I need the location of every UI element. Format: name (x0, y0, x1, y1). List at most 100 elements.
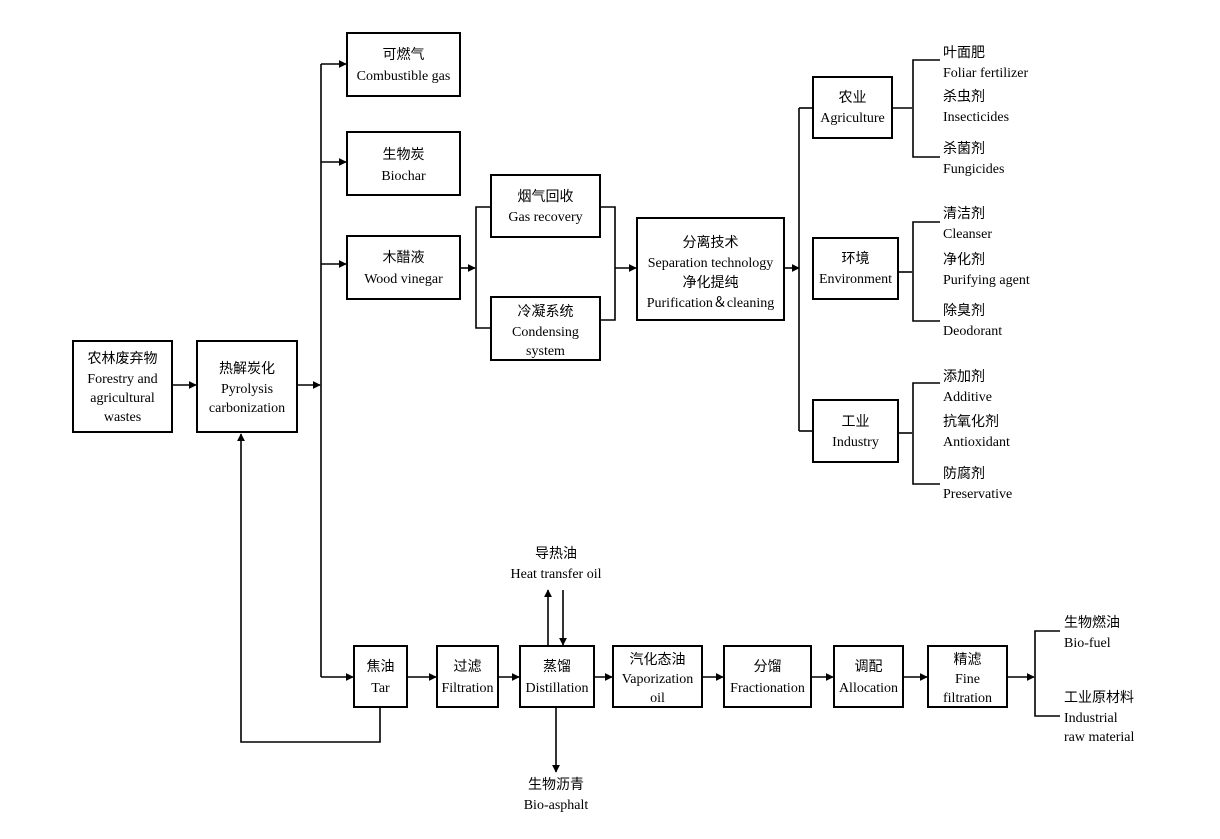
filtration-zh: 过滤 (454, 659, 482, 675)
fine-filtration-en-1: Fine (955, 672, 980, 687)
additive-zh: 添加剂 (943, 369, 985, 385)
fine-filtration-zh: 精滤 (954, 652, 982, 668)
industrial-raw-material-zh: 工业原材料 (1064, 690, 1134, 706)
purifying-agent-zh: 净化剂 (943, 252, 985, 268)
deodorant-en: Deodorant (943, 324, 1002, 339)
antioxidant-zh: 抗氧化剂 (943, 414, 999, 430)
bracket-agriculture-products (912, 59, 940, 158)
pyrolysis-en-2: carbonization (209, 401, 285, 416)
box-environment: 环境 Environment (812, 237, 899, 300)
box-fractionation: 分馏 Fractionation (723, 645, 812, 708)
connectors (172, 59, 1060, 773)
preservative-en: Preservative (943, 487, 1012, 502)
deodorant-zh: 除臭剂 (943, 303, 985, 319)
pyrolysis-zh: 热解炭化 (219, 361, 275, 377)
condensing-en-1: Condensing (512, 325, 579, 340)
box-biochar: 生物炭 Biochar (346, 131, 461, 196)
combustible-gas-en: Combustible gas (357, 69, 451, 84)
bio-asphalt-zh: 生物沥青 (528, 777, 584, 793)
agriculture-zh: 农业 (839, 90, 867, 106)
box-gas-recovery: 烟气回收 Gas recovery (490, 174, 601, 238)
agriculture-en: Agriculture (820, 111, 885, 126)
combustible-gas-zh: 可燃气 (383, 46, 425, 63)
waste-en-1: Forestry and (87, 372, 157, 387)
bracket-vinegar-branches (475, 206, 490, 329)
separation-zh: 分离技术 (683, 234, 739, 251)
preservative-zh: 防腐剂 (943, 465, 985, 482)
biochar-zh: 生物炭 (383, 147, 425, 163)
environment-products: 清洁剂 Cleanser 净化剂 Purifying agent 除臭剂 Deo… (943, 206, 1030, 339)
box-waste: 农林废弃物 Forestry and agricultural wastes (72, 340, 173, 433)
industrial-raw-material-en-1: Industrial (1064, 711, 1118, 726)
fungicides-zh: 杀菌剂 (943, 141, 985, 157)
waste-zh: 农林废弃物 (88, 351, 158, 367)
box-fine-filtration: 精滤 Fine filtration (927, 645, 1008, 708)
allocation-zh: 调配 (855, 659, 883, 675)
final-products: 生物燃油 Bio-fuel 工业原材料 Industrial raw mater… (1064, 614, 1134, 745)
fungicides-en: Fungicides (943, 162, 1004, 177)
filtration-en: Filtration (441, 681, 493, 696)
fractionation-zh: 分馏 (754, 659, 782, 675)
heat-transfer-oil-zh: 导热油 (535, 546, 577, 562)
industry-zh: 工业 (842, 414, 870, 430)
purifying-agent-en: Purifying agent (943, 273, 1030, 288)
box-pyrolysis: 热解炭化 Pyrolysis carbonization (196, 340, 298, 433)
side-streams: 导热油 Heat transfer oil 生物沥青 Bio-asphalt (511, 546, 602, 813)
bracket-environment-products (912, 221, 940, 322)
bio-fuel-zh: 生物燃油 (1064, 614, 1120, 631)
insecticides-zh: 杀虫剂 (943, 89, 985, 105)
box-wood-vinegar: 木醋液 Wood vinegar (346, 235, 461, 300)
bracket-to-separation (600, 206, 616, 321)
box-combustible-gas: 可燃气 Combustible gas (346, 32, 461, 97)
heat-transfer-oil-en: Heat transfer oil (511, 567, 602, 582)
cleanser-zh: 清洁剂 (943, 206, 985, 222)
environment-en: Environment (819, 272, 892, 287)
distillation-zh: 蒸馏 (543, 659, 571, 675)
vaporization-zh: 汽化态油 (630, 652, 686, 668)
box-condensing-system: 冷凝系统 Condensing system (490, 296, 601, 361)
box-agriculture: 农业 Agriculture (812, 76, 893, 139)
allocation-en: Allocation (839, 681, 898, 696)
bracket-final-products (1034, 630, 1060, 717)
box-allocation: 调配 Allocation (833, 645, 904, 708)
environment-zh: 环境 (842, 251, 870, 267)
wood-vinegar-zh: 木醋液 (383, 250, 425, 266)
agriculture-products: 叶面肥 Foliar fertilizer 杀虫剂 Insecticides 杀… (943, 45, 1028, 177)
pyrolysis-en-1: Pyrolysis (221, 382, 273, 397)
insecticides-en: Insecticides (943, 110, 1009, 125)
vaporization-en-1: Vaporization (622, 672, 694, 687)
condensing-en-2: system (526, 344, 565, 359)
box-vaporization: 汽化态油 Vaporization oil (612, 645, 703, 708)
waste-en-2: agricultural (90, 391, 155, 406)
bracket-industry-products (912, 382, 940, 485)
bio-asphalt-en: Bio-asphalt (524, 798, 589, 813)
tar-en: Tar (371, 681, 390, 696)
gas-recovery-en: Gas recovery (508, 210, 582, 225)
box-industry: 工业 Industry (812, 399, 899, 463)
cleanser-en: Cleanser (943, 227, 992, 242)
purification-zh: 净化提纯 (683, 275, 739, 291)
condensing-zh: 冷凝系统 (518, 304, 574, 320)
vaporization-en-2: oil (650, 691, 665, 706)
additive-en: Additive (943, 390, 992, 405)
separation-en: Separation technology (648, 256, 774, 271)
biochar-en: Biochar (381, 169, 426, 184)
foliar-fertilizer-en: Foliar fertilizer (943, 66, 1028, 81)
industry-en: Industry (832, 435, 879, 450)
box-filtration: 过滤 Filtration (436, 645, 499, 708)
purification-en: Purification＆cleaning (647, 296, 775, 311)
box-distillation: 蒸馏 Distillation (519, 645, 595, 708)
wood-vinegar-en: Wood vinegar (364, 272, 443, 287)
fractionation-en: Fractionation (730, 681, 805, 696)
waste-en-3: wastes (104, 410, 141, 425)
foliar-fertilizer-zh: 叶面肥 (943, 45, 985, 61)
bio-fuel-en: Bio-fuel (1064, 636, 1111, 651)
box-separation: 分离技术 Separation technology 净化提纯 Purifica… (636, 217, 785, 321)
industry-products: 添加剂 Additive 抗氧化剂 Antioxidant 防腐剂 Preser… (943, 369, 1012, 502)
industrial-raw-material-en-2: raw material (1064, 730, 1134, 745)
box-tar: 焦油 Tar (353, 645, 408, 708)
gas-recovery-zh: 烟气回收 (518, 189, 574, 205)
antioxidant-en: Antioxidant (943, 435, 1010, 450)
fine-filtration-en-2: filtration (943, 691, 992, 706)
